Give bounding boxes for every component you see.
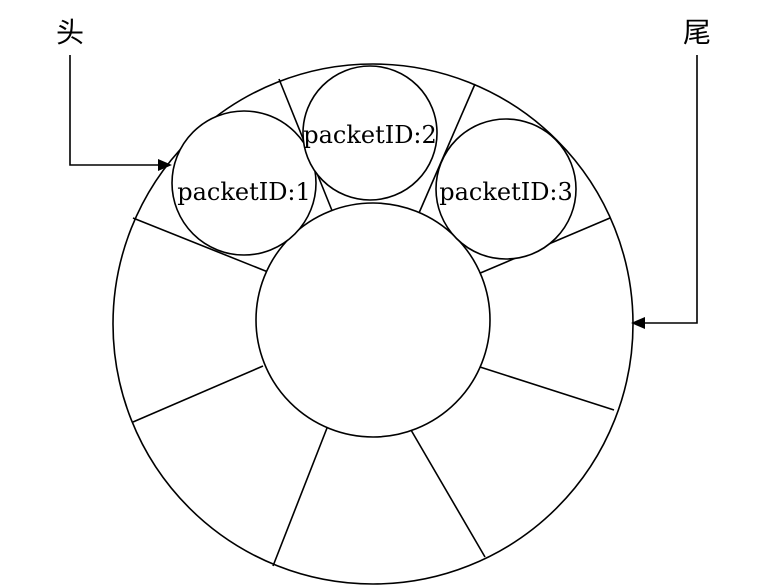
head-arrow-line: [69, 55, 160, 166]
tail-arrowhead: [631, 317, 645, 329]
inner-circle: [255, 202, 491, 438]
packet-label-2: packetID:2: [303, 121, 437, 149]
divider-2: [418, 83, 476, 214]
tail-label: 尾: [683, 16, 711, 49]
packet-label-1: packetID:1: [177, 178, 311, 206]
packet-circle-1: [171, 110, 317, 256]
packet-label-3: packetID:3: [439, 178, 573, 206]
head-pointer: 头: [56, 16, 172, 171]
divider-3: [132, 217, 269, 273]
packet-slot-3: packetID:3: [435, 118, 577, 260]
divider-7: [272, 427, 328, 567]
packet-slot-2: packetID:2: [302, 65, 438, 201]
divider-8: [410, 429, 486, 558]
divider-5: [132, 365, 264, 423]
head-arrowhead: [158, 159, 172, 171]
head-label: 头: [56, 16, 84, 49]
packet-circle-3: [435, 118, 577, 260]
outer-ring: [112, 63, 634, 585]
divider-6: [479, 366, 615, 411]
ring-dividers: [132, 78, 615, 567]
tail-arrow-line: [643, 55, 698, 324]
tail-pointer: 尾: [631, 16, 711, 329]
packet-circle-2: [302, 65, 438, 201]
packet-slot-1: packetID:1: [171, 110, 317, 256]
